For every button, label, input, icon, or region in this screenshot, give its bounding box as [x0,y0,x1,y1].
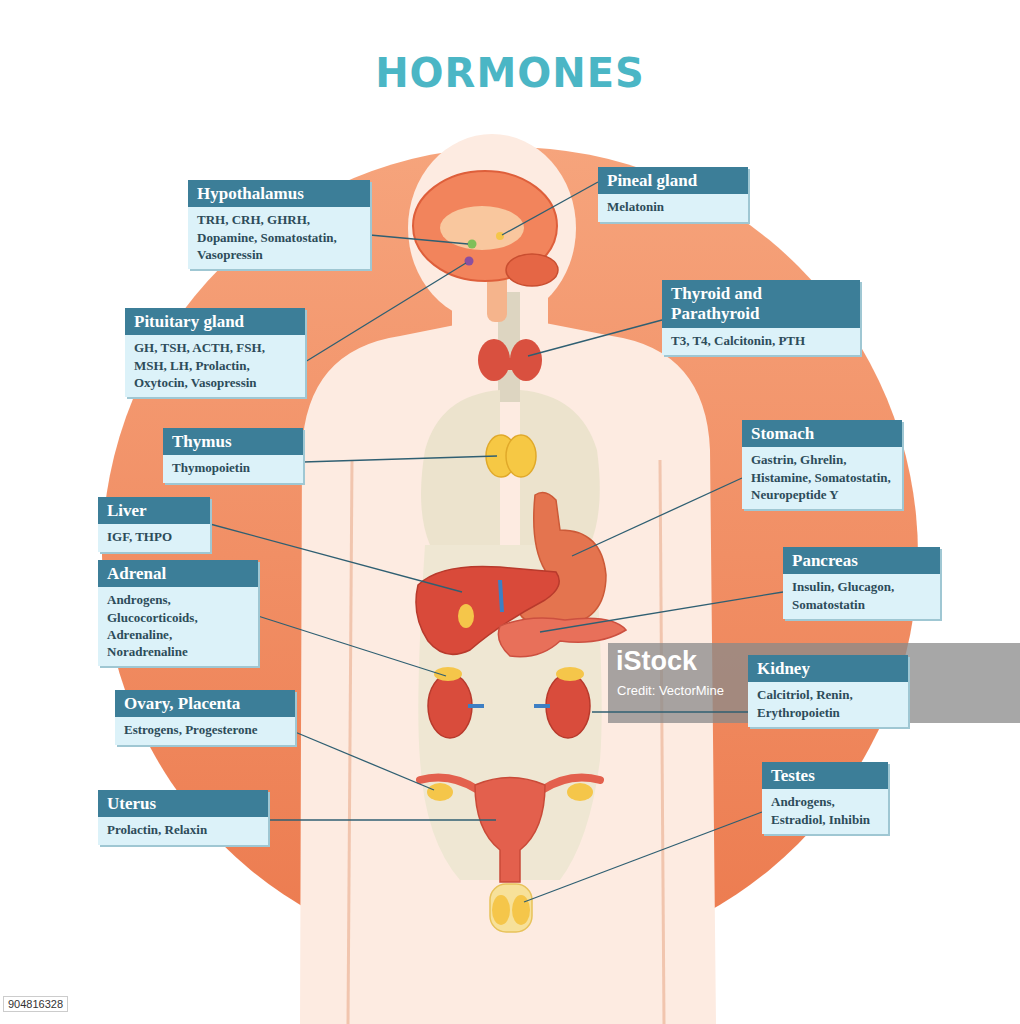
body-silhouette [300,322,716,1024]
gland-name: Pineal gland [598,167,748,194]
gland-label-box: AdrenalAndrogens, Glucocorticoids, Adren… [98,560,258,666]
hormone-list: Melatonin [598,194,748,221]
hormone-list: TRH, CRH, GHRH, Dopamine, Somatostatin, … [188,207,370,268]
brain-inner [440,206,524,250]
leader-line [370,235,468,244]
diagram-title: HORMONES [0,50,1020,96]
watermark-credit: Credit: VectorMine [617,683,724,698]
vessel [534,704,550,708]
gland-label-box: Ovary, PlacentaEstrogens, Progesterone [115,690,295,745]
cerebellum [506,254,558,286]
gland-label-box: StomachGastrin, Ghrelin, Histamine, Soma… [742,420,902,509]
uterus [475,778,545,883]
gland-name: Liver [98,497,210,524]
gland-label-box: Thyroid and ParathyroidT3, T4, Calcitoni… [662,280,860,355]
gland-name: Hypothalamus [188,180,370,207]
gland-label-box: TestesAndrogens, Estradiol, Inhibin [762,762,888,834]
scrotum [490,884,532,932]
kidney [428,674,472,738]
hormone-list: Insulin, Glucagon, Somatostatin [783,574,940,618]
gallbladder [458,604,474,628]
hormone-list: GH, TSH, ACTH, FSH, MSH, LH, Prolactin, … [125,335,305,396]
gland-name: Pancreas [783,547,940,574]
watermark-logo: iStock [616,646,697,677]
vessel [500,580,502,612]
pancreas [498,618,626,657]
leader-line [540,592,783,632]
testis [512,895,530,925]
leader-line [528,320,662,356]
vessel [468,704,484,708]
leader-line [502,182,598,235]
leader-line [524,812,762,902]
gland-label-box: HypothalamusTRH, CRH, GHRH, Dopamine, So… [188,180,370,269]
gland-name: Stomach [742,420,902,447]
adrenal-gland [556,667,584,681]
gland-label-box: LiverIGF, THPO [98,497,210,552]
arm-line [348,460,352,1024]
thymus-lobe [506,435,536,477]
gland-name: Thymus [163,428,303,455]
gland-label-box: ThymusThymopoietin [163,428,303,483]
hypothalamus-dot [468,240,477,249]
thyroid-isthmus [500,358,520,370]
hormone-list: T3, T4, Calcitonin, PTH [662,328,860,355]
hormone-list: Calcitriol, Renin, Erythropoietin [748,682,908,726]
hormone-list: IGF, THPO [98,524,210,551]
gland-name: Ovary, Placenta [115,690,295,717]
image-id: 904816328 [3,996,68,1012]
leader-line [572,478,742,556]
leader-line [303,456,497,462]
ovary [567,783,593,801]
leader-line [592,711,748,712]
gland-name: Kidney [748,655,908,682]
hormone-list: Thymopoietin [163,455,303,482]
gland-label-box: Pineal glandMelatonin [598,167,748,222]
gland-label-box: PancreasInsulin, Glucagon, Somatostatin [783,547,940,619]
pituitary-dot [465,257,474,266]
gland-name: Uterus [98,790,268,817]
gland-label-box: Pituitary glandGH, TSH, ACTH, FSH, MSH, … [125,308,305,397]
gland-label-box: KidneyCalcitriol, Renin, Erythropoietin [748,655,908,727]
hormone-list: Androgens, Estradiol, Inhibin [762,789,888,833]
hormone-list: Prolactin, Relaxin [98,817,268,844]
leader-line [268,819,496,820]
gland-name: Thyroid and Parathyroid [662,280,860,328]
hormone-list: Gastrin, Ghrelin, Histamine, Somatostati… [742,447,902,508]
testis [492,895,510,925]
hormone-list: Androgens, Glucocorticoids, Adrenaline, … [98,587,258,666]
head-silhouette [408,134,576,322]
arm-line [660,460,664,1024]
gland-name: Testes [762,762,888,789]
gland-label-box: UterusProlactin, Relaxin [98,790,268,845]
gland-name: Adrenal [98,560,258,587]
leader-line [305,263,466,362]
pineal-dot [496,232,504,240]
kidney [546,674,590,738]
leader-line [258,616,446,676]
hormone-list: Estrogens, Progesterone [115,717,295,744]
ovary [427,783,453,801]
gland-name: Pituitary gland [125,308,305,335]
leader-line [295,732,434,790]
